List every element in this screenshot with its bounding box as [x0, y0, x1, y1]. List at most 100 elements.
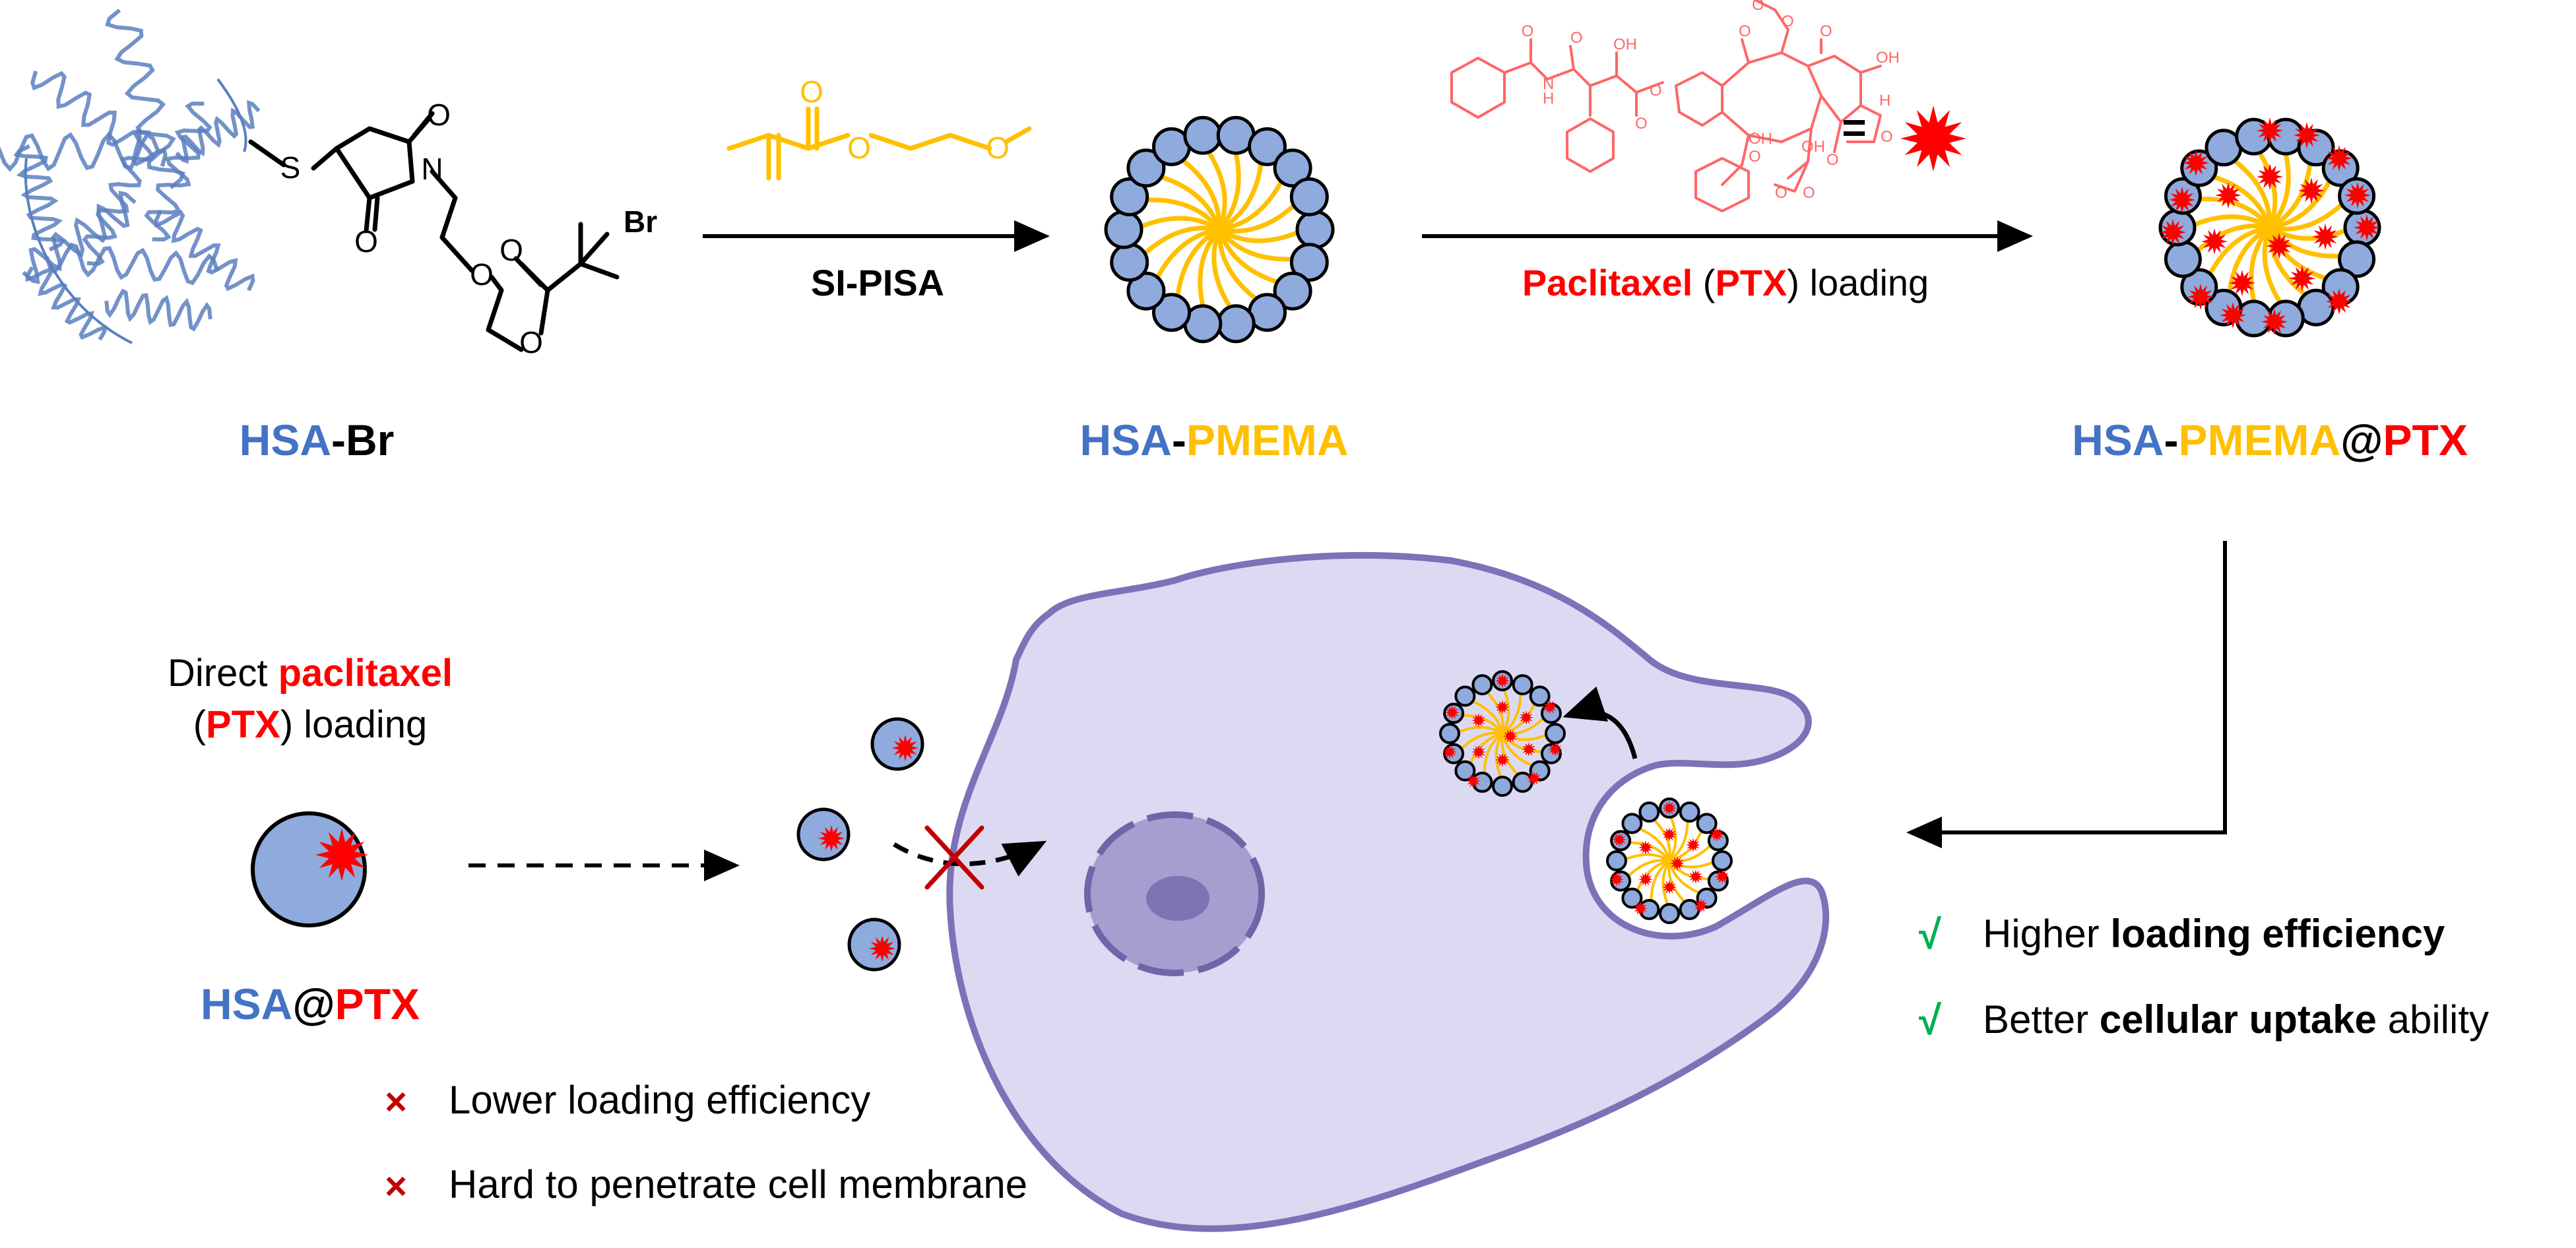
ptx-star-icon: [1519, 710, 1533, 725]
ptx-star-icon: [1686, 838, 1700, 852]
pmema-chain: [1175, 227, 1222, 305]
pros-item-1-check-icon: √: [1919, 912, 1942, 958]
hsa-bead: [1492, 776, 1513, 797]
pmema-chain: [2226, 154, 2272, 230]
ptx-star-icon: [1527, 771, 1541, 786]
ptx-star-icon: [1543, 700, 1557, 714]
alpha-helix: [104, 288, 212, 332]
endocytosing-particle: [1606, 797, 1733, 924]
ptx-star-icon: [1662, 801, 1677, 815]
cons-item-2-text: Hard to penetrate cell membrane: [449, 1162, 1027, 1206]
ptx-star-icon: [2354, 214, 2380, 241]
hsa-ptx-particle: [251, 811, 368, 927]
ptx-star-icon: [1633, 901, 1648, 916]
svg-text:N: N: [1543, 75, 1554, 93]
pmema-chain: [2262, 225, 2287, 311]
cons-list: × Lower loading efficiency × Hard to pen…: [385, 1078, 1027, 1208]
pmema-chain: [1668, 815, 1689, 862]
pros-item-2-text: Better cellular uptake ability: [1983, 997, 2489, 1042]
pmema-chain: [1217, 227, 1264, 305]
ptx-star-legend-icon: [1900, 106, 1966, 172]
pmema-chain: [2267, 225, 2313, 301]
svg-text:O: O: [1635, 115, 1648, 133]
hsa-bead: [1248, 127, 1287, 166]
pmema-chain: [1198, 227, 1222, 316]
ptx-star-icon: [818, 825, 845, 852]
hsa-word: HSA: [240, 416, 331, 464]
ptx-star-icon: [2169, 187, 2195, 213]
pmema-chain: [1217, 172, 1287, 232]
pmema-chain: [1457, 732, 1504, 753]
ptx-star-icon: [2266, 233, 2292, 259]
hsa-ptx-label: HSA@PTX: [201, 980, 420, 1028]
pmema-chain: [2226, 225, 2272, 301]
alpha-helix: [154, 210, 255, 292]
ptx-star-icon: [1495, 753, 1510, 767]
hsa-bead: [1216, 304, 1256, 344]
pmema-chain: [1202, 143, 1227, 232]
svg-text:O: O: [470, 257, 494, 292]
hsa-br-linker-structure: [248, 111, 620, 352]
hsa-bead: [1110, 177, 1149, 216]
ptx-star-icon: [1689, 869, 1703, 884]
alpha-helix: [82, 129, 156, 266]
ptx-star-icon: [2183, 150, 2209, 176]
hsa-bead: [1545, 723, 1566, 744]
svg-text:O: O: [1881, 128, 1893, 146]
pmema-chain: [1217, 227, 1302, 262]
ptx-star-icon: [1710, 827, 1724, 842]
pmema-chain: [2267, 154, 2313, 230]
pmema-chain: [2267, 172, 2335, 230]
svg-text:H: H: [1879, 92, 1890, 109]
pmema-chain: [1217, 227, 1307, 243]
hsa-pmema-ptx-label: HSA-PMEMA@PTX: [2072, 416, 2468, 464]
protein-loop: [24, 78, 247, 344]
alpha-helix: [13, 144, 66, 252]
ptx-star-icon: [1548, 742, 1562, 757]
hsa-bead: [1638, 801, 1660, 823]
pmema-chain: [1137, 197, 1222, 232]
hsa-br-label: HSA-Br: [240, 416, 395, 464]
svg-text:O: O: [1803, 184, 1815, 202]
hsa-bead: [1454, 760, 1476, 782]
ptx-star-icon: [2326, 288, 2352, 315]
pmema-chain: [1217, 143, 1241, 232]
pmema-chain: [1668, 859, 1704, 896]
ptx-star-icon: [2312, 224, 2338, 250]
pmema-chain: [1467, 732, 1504, 768]
pmema-chain: [1454, 726, 1504, 735]
ptx-star-icon: [1471, 745, 1486, 759]
ptx-star-icon: [1466, 774, 1481, 788]
pmema-chain: [1634, 826, 1671, 862]
svg-text:O: O: [1522, 22, 1534, 40]
ptx-star-icon: [2229, 270, 2255, 296]
ptx-star-icon: [1442, 745, 1457, 759]
alpha-helix: [175, 100, 261, 164]
hsa-bead: [1606, 850, 1627, 871]
svg-text:O: O: [1782, 13, 1794, 30]
ptx-star-icon: [1445, 705, 1460, 720]
alpha-helix: [22, 191, 137, 284]
hsa-bead: [2338, 240, 2376, 278]
pmema-chain: [2190, 224, 2272, 258]
ptx-star-icon: [1638, 840, 1653, 855]
ptx-star-icon: [1694, 898, 1708, 913]
pmema-chain: [1217, 227, 1287, 287]
mema-monomer-structure: [726, 106, 1032, 181]
ptx-star-icon: [1522, 742, 1536, 757]
svg-text:OH: OH: [1613, 36, 1637, 53]
mema-atoms: O O O: [800, 75, 1010, 165]
nucleolus: [1146, 876, 1209, 921]
ptx-star-icon: [2257, 117, 2283, 144]
ptx-star-icon: [1495, 700, 1510, 714]
cons-item-1-text: Lower loading efficiency: [449, 1078, 870, 1122]
pros-item-1-text: Higher loading efficiency: [1983, 912, 2445, 956]
pmema-chain: [1175, 154, 1222, 232]
alpha-helix: [44, 242, 220, 286]
svg-text:S: S: [280, 150, 301, 185]
ptx-star-icon: [2201, 228, 2228, 255]
br-word: -Br: [331, 416, 394, 464]
hsa-bead: [1696, 813, 1718, 834]
pmema-chain: [2205, 172, 2272, 230]
hsa-bead: [1152, 293, 1191, 332]
